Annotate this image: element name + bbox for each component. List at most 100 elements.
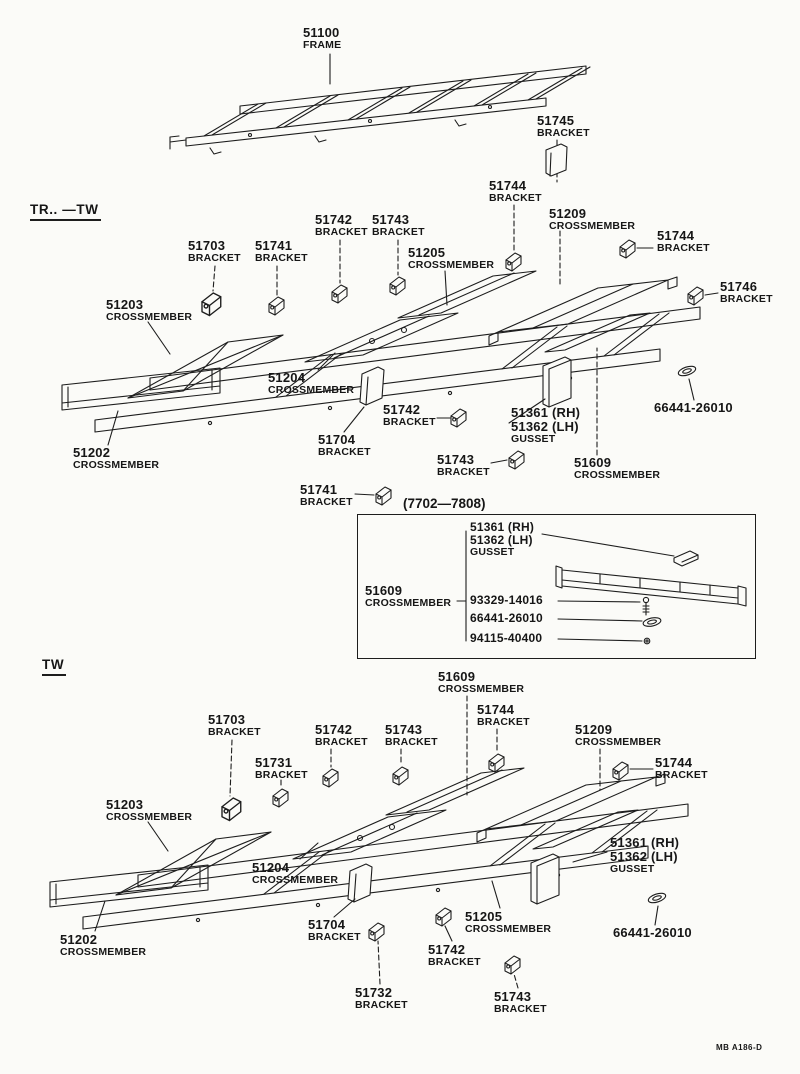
part-description: BRACKET bbox=[208, 726, 261, 739]
gusset-glyph-inset bbox=[673, 550, 699, 567]
part-description: BRACKET bbox=[315, 736, 368, 749]
bracket-glyph-51741-b bbox=[375, 486, 392, 506]
part-number: 51202 bbox=[73, 445, 111, 460]
part-description: CROSSMEMBER bbox=[365, 597, 452, 610]
part-label-51742-mid-a: 51742 BRACKET bbox=[315, 212, 368, 239]
part-label-51742-tw-a: 51742 BRACKET bbox=[315, 722, 368, 749]
part-label-51742-tw-b: 51742 BRACKET bbox=[428, 942, 481, 969]
part-description: BRACKET bbox=[255, 769, 308, 782]
part-label-51203-tw: 51203 CROSSMEMBER bbox=[106, 797, 192, 823]
inset-box bbox=[357, 514, 756, 659]
section-heading-tr-tw: TR.. —TW bbox=[30, 202, 101, 221]
part-label-51744-mid-b: 51744 BRACKET bbox=[657, 228, 710, 254]
part-number: 51703 bbox=[188, 238, 226, 253]
part-number: 51744 bbox=[489, 178, 527, 193]
part-description: FRAME bbox=[303, 39, 342, 52]
bracket-glyph-51745 bbox=[545, 143, 568, 177]
part-label-66441-inset: 66441-26010 bbox=[470, 612, 543, 625]
frame-illustration-middle bbox=[61, 270, 701, 433]
inset-illustration bbox=[456, 530, 747, 645]
part-description: CROSSMEMBER bbox=[574, 469, 661, 482]
part-label-66441-mid: 66441-26010 bbox=[654, 400, 733, 415]
bracket-glyph-51742-b bbox=[450, 408, 467, 428]
part-number: 51609 bbox=[574, 455, 612, 470]
part-description: BRACKET bbox=[385, 736, 438, 749]
part-description: BRACKET bbox=[318, 446, 371, 459]
part-label-gusset-inset: 51361 (RH) 51362 (LH) GUSSET bbox=[470, 521, 534, 558]
bracket-glyph-tw-51742-b bbox=[435, 907, 452, 927]
part-number: 51743 bbox=[494, 989, 532, 1004]
bracket-glyph-51744-a bbox=[505, 252, 522, 272]
part-number: 51743 bbox=[437, 452, 475, 467]
part-description: BRACKET bbox=[315, 226, 368, 239]
part-number: 51741 bbox=[300, 482, 338, 497]
part-number: 51704 bbox=[318, 432, 356, 447]
part-number: 51746 bbox=[720, 279, 758, 294]
part-description: GUSSET bbox=[511, 433, 556, 446]
part-label-51100-frame: 51100 FRAME bbox=[303, 25, 342, 52]
part-label-51741-mid-a: 51741 BRACKET bbox=[255, 238, 308, 264]
part-number: 51361 (RH) bbox=[470, 520, 535, 534]
middle-section-leaders bbox=[107, 204, 719, 506]
part-number: 66441-26010 bbox=[654, 400, 733, 415]
part-description: BRACKET bbox=[655, 769, 708, 782]
part-number: 66441-26010 bbox=[613, 925, 692, 940]
part-label-51202-tw: 51202 CROSSMEMBER bbox=[60, 932, 147, 959]
part-number: 51361 (RH) bbox=[511, 405, 581, 420]
part-description: BRACKET bbox=[537, 127, 590, 140]
part-number: 51209 bbox=[575, 722, 613, 737]
part-number: 51731 bbox=[255, 755, 293, 770]
part-description: BRACKET bbox=[383, 416, 436, 429]
part-label-51204-mid: 51204 CROSSMEMBER bbox=[268, 370, 355, 397]
part-label-51204-tw: 51204 CROSSMEMBER bbox=[252, 860, 339, 887]
bracket-glyph-tw-51732 bbox=[368, 922, 385, 942]
part-description: CROSSMEMBER bbox=[438, 683, 525, 696]
part-label-51744-tw-a: 51744 BRACKET bbox=[477, 702, 530, 729]
part-number: 51743 bbox=[372, 212, 410, 227]
part-number: 51742 bbox=[315, 722, 353, 737]
bracket-glyph-51743-b bbox=[508, 450, 525, 470]
part-label-51742-mid-b: 51742 BRACKET bbox=[383, 402, 436, 429]
part-label-51202-mid: 51202 CROSSMEMBER bbox=[73, 445, 159, 471]
frame-illustration-top bbox=[169, 65, 591, 155]
part-label-gusset-mid: 51361 (RH) 51362 (LH) GUSSET bbox=[511, 405, 581, 446]
clip-glyph-tw-66441 bbox=[646, 890, 668, 906]
bracket-glyph-51746 bbox=[687, 286, 704, 306]
part-label-51744-tw-b: 51744 BRACKET bbox=[655, 755, 708, 782]
bracket-glyph-tw-51743-a bbox=[392, 766, 409, 786]
part-description: BRACKET bbox=[188, 252, 241, 265]
part-number: 51732 bbox=[355, 985, 393, 1000]
bracket-glyph-tw-51731 bbox=[272, 788, 289, 808]
bracket-glyph-tw-51703 bbox=[221, 797, 242, 822]
clip-glyph-66441 bbox=[676, 363, 698, 379]
bracket-glyph-tw-51744-a bbox=[488, 753, 505, 773]
part-description: BRACKET bbox=[477, 716, 530, 729]
part-description: CROSSMEMBER bbox=[268, 384, 355, 397]
part-label-51745: 51745 BRACKET bbox=[537, 113, 590, 140]
part-number: 51744 bbox=[477, 702, 515, 717]
part-number: 51743 bbox=[385, 722, 423, 737]
part-description: CROSSMEMBER bbox=[252, 874, 339, 887]
part-label-51743-tw-a: 51743 BRACKET bbox=[385, 722, 438, 749]
part-number: 51205 bbox=[465, 909, 503, 924]
frame-illustration-bottom bbox=[49, 767, 689, 930]
bracket-glyph-tw-51742-a bbox=[322, 768, 339, 788]
part-label-93329-inset: 93329-14016 bbox=[470, 594, 543, 607]
part-description: BRACKET bbox=[428, 956, 481, 969]
part-label-51205-tw: 51205 CROSSMEMBER bbox=[465, 909, 551, 935]
part-label-51744-mid-a: 51744 BRACKET bbox=[489, 178, 542, 204]
part-label-51732-tw: 51732 BRACKET bbox=[355, 985, 408, 1011]
part-number: 51742 bbox=[428, 942, 466, 957]
part-description: BRACKET bbox=[308, 931, 361, 944]
part-description: BRACKET bbox=[437, 466, 490, 479]
part-label-51731-tw: 51731 BRACKET bbox=[255, 755, 308, 782]
part-number: 51742 bbox=[315, 212, 353, 227]
part-label-51209-mid: 51209 CROSSMEMBER bbox=[549, 206, 636, 233]
part-number: 51204 bbox=[252, 860, 290, 875]
part-number: 51202 bbox=[60, 932, 98, 947]
part-description: CROSSMEMBER bbox=[60, 946, 147, 959]
part-label-51704-tw: 51704 BRACKET bbox=[308, 917, 361, 944]
part-description: CROSSMEMBER bbox=[549, 220, 636, 233]
part-number: 51362 (LH) bbox=[470, 532, 533, 547]
part-label-51209-tw: 51209 CROSSMEMBER bbox=[575, 722, 661, 748]
